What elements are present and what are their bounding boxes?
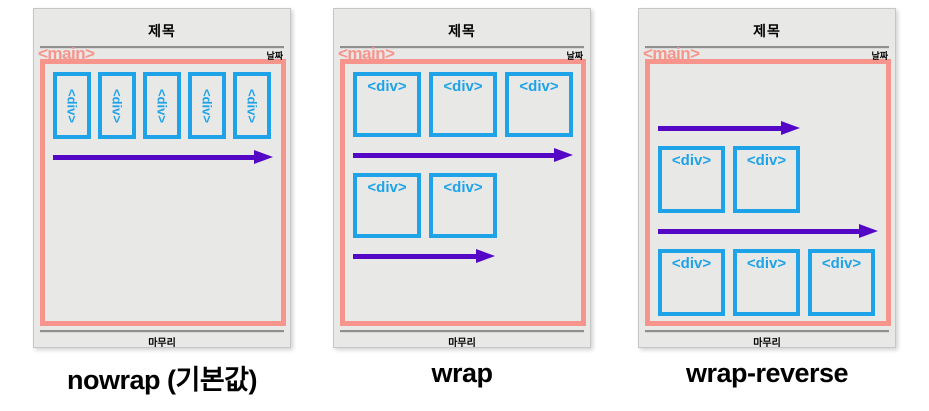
main-tag-label: <main>: [38, 44, 95, 63]
flow-direction-arrow: [658, 121, 800, 135]
div-item-box: <div>: [143, 72, 181, 139]
div-item-box: <div>: [188, 72, 226, 139]
flex-line-row: <div> <div> <div> <div> <div>: [53, 72, 273, 139]
header-rule: [40, 46, 284, 49]
flex-line-row: <div> <div>: [353, 173, 573, 238]
page-mockup-wrap: 제목 <main> 날짜 <div> <div> <div> <div> <div> 마무리: [333, 8, 591, 349]
panel-nowrap: 제목 <main> 날짜 <div> <div> <div> <div> <div> 마무리 no…: [33, 8, 291, 411]
date-label: 날짜: [566, 51, 583, 61]
div-item-box: <div>: [505, 72, 573, 137]
div-item-box: <div>: [429, 72, 497, 137]
arrow-shaft: [53, 154, 254, 160]
flow-direction-arrow: [658, 224, 878, 238]
div-item-box: <div>: [733, 146, 800, 213]
arrow-head-icon: [554, 148, 573, 162]
page-title: 제목: [753, 23, 781, 39]
flow-direction-arrow: [353, 249, 495, 263]
panel-wrap: 제목 <main> 날짜 <div> <div> <div> <div> <div> 마무리 wr…: [333, 8, 591, 411]
arrow-shaft: [658, 125, 781, 131]
page-mockup-wrap-reverse: 제목 <main> 날짜 <div> <div> <div> <div> <div> 마무리: [638, 8, 896, 349]
flex-line-row: <div> <div> <div>: [353, 72, 573, 137]
arrow-shaft: [353, 253, 476, 259]
caption-nowrap: nowrap (기본값): [66, 365, 258, 395]
main-outline-box: <div> <div> <div> <div> <div>: [645, 59, 891, 326]
arrow-shaft: [353, 152, 554, 158]
div-item-label: <div>: [367, 179, 407, 196]
arrow-shaft: [658, 228, 859, 234]
flex-line-row: <div> <div> <div>: [658, 249, 878, 316]
page-title: 제목: [148, 23, 176, 39]
div-item-box: <div>: [658, 146, 725, 213]
date-label: 날짜: [871, 51, 888, 61]
div-item-label: <div>: [154, 88, 170, 123]
div-item-box: <div>: [233, 72, 271, 139]
arrow-head-icon: [859, 224, 878, 238]
arrow-head-icon: [476, 249, 495, 263]
main-tag-label: <main>: [338, 44, 395, 63]
div-item-label: <div>: [443, 179, 483, 196]
div-item-box: <div>: [808, 249, 875, 316]
div-item-label: <div>: [746, 152, 787, 169]
caption-wrap-reverse: wrap-reverse: [685, 358, 849, 388]
div-item-label: <div>: [244, 88, 260, 123]
main-outline-box: <div> <div> <div> <div> <div>: [40, 59, 286, 326]
footer-rule: [40, 330, 284, 333]
div-item-box: <div>: [53, 72, 91, 139]
div-item-box: <div>: [98, 72, 136, 139]
footer-label: 마무리: [448, 338, 476, 349]
arrow-head-icon: [781, 121, 800, 135]
flow-direction-arrow: [353, 148, 573, 162]
div-item-box: <div>: [353, 173, 421, 238]
div-item-box: <div>: [658, 249, 725, 316]
footer-rule: [340, 330, 584, 333]
div-item-label: <div>: [199, 88, 215, 123]
div-item-label: <div>: [821, 255, 862, 272]
div-item-box: <div>: [733, 249, 800, 316]
flow-direction-arrow: [53, 150, 273, 164]
footer-label: 마무리: [148, 338, 176, 349]
date-label: 날짜: [266, 51, 283, 61]
div-item-label: <div>: [671, 255, 712, 272]
main-outline-box: <div> <div> <div> <div> <div>: [340, 59, 586, 326]
footer-rule: [645, 330, 889, 333]
page-title: 제목: [448, 23, 476, 39]
flex-line-row: <div> <div>: [658, 146, 878, 213]
div-item-box: <div>: [429, 173, 497, 238]
div-item-label: <div>: [109, 88, 125, 123]
footer-label: 마무리: [753, 338, 781, 349]
div-item-label: <div>: [746, 255, 787, 272]
page-mockup-nowrap: 제목 <main> 날짜 <div> <div> <div> <div> <div> 마무리: [33, 8, 291, 349]
div-item-label: <div>: [519, 78, 559, 95]
div-item-box: <div>: [353, 72, 421, 137]
div-item-label: <div>: [367, 78, 407, 95]
div-item-label: <div>: [443, 78, 483, 95]
panel-wrap-reverse: 제목 <main> 날짜 <div> <div> <div> <div> <div> 마무리 wr…: [638, 8, 896, 411]
header-rule: [340, 46, 584, 49]
arrow-head-icon: [254, 150, 273, 164]
div-item-label: <div>: [671, 152, 712, 169]
header-rule: [645, 46, 889, 49]
caption-wrap: wrap: [431, 358, 493, 388]
div-item-label: <div>: [64, 88, 80, 123]
main-tag-label: <main>: [643, 44, 700, 63]
